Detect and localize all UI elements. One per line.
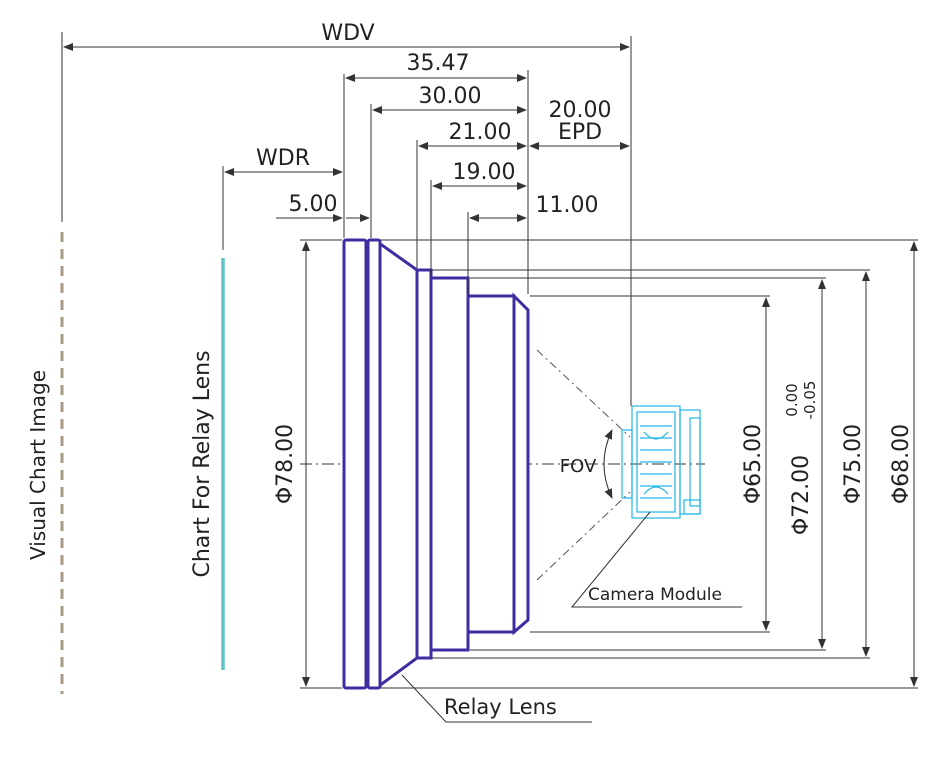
dim-phi-75: Φ75.00 [841,424,866,504]
camera-module-drawing [621,405,701,519]
dim-phi-78: Φ78.00 [273,424,298,504]
dim-phi-72: Φ72.00 [789,455,814,535]
camera-module-leader [570,511,742,608]
fov-rays [536,349,631,581]
relay-chart-label: Chart For Relay Lens [190,350,215,577]
dim-20-00: 20.00 [549,98,612,123]
dim-21-00: 21.00 [449,120,512,145]
dim-epd: EPD [558,120,602,145]
dim-tol-lower: -0.05 [801,381,819,420]
dim-30-00: 30.00 [419,84,482,109]
dim-5-00: 5.00 [289,192,338,217]
dim-tol-upper: 0.00 [783,383,801,416]
dim-35-47: 35.47 [407,51,470,76]
diameter-dimensions [300,239,918,689]
relay-lens-label: Relay Lens [444,695,557,719]
fov-label: FOV [560,456,597,477]
dim-11-00: 11.00 [536,193,599,218]
dim-19-00: 19.00 [453,160,516,185]
dim-wdr: WDR [256,146,310,171]
dim-phi-65: Φ65.00 [741,424,766,504]
dim-wdv: WDV [321,21,374,46]
dim-phi-68: Φ68.00 [889,424,914,504]
relay-lens-body [342,238,530,690]
camera-module-label: Camera Module [588,585,722,605]
visual-chart-label: Visual Chart Image [26,370,50,560]
horizontal-dimensions [61,32,632,406]
relay-lens-leader [401,674,592,723]
